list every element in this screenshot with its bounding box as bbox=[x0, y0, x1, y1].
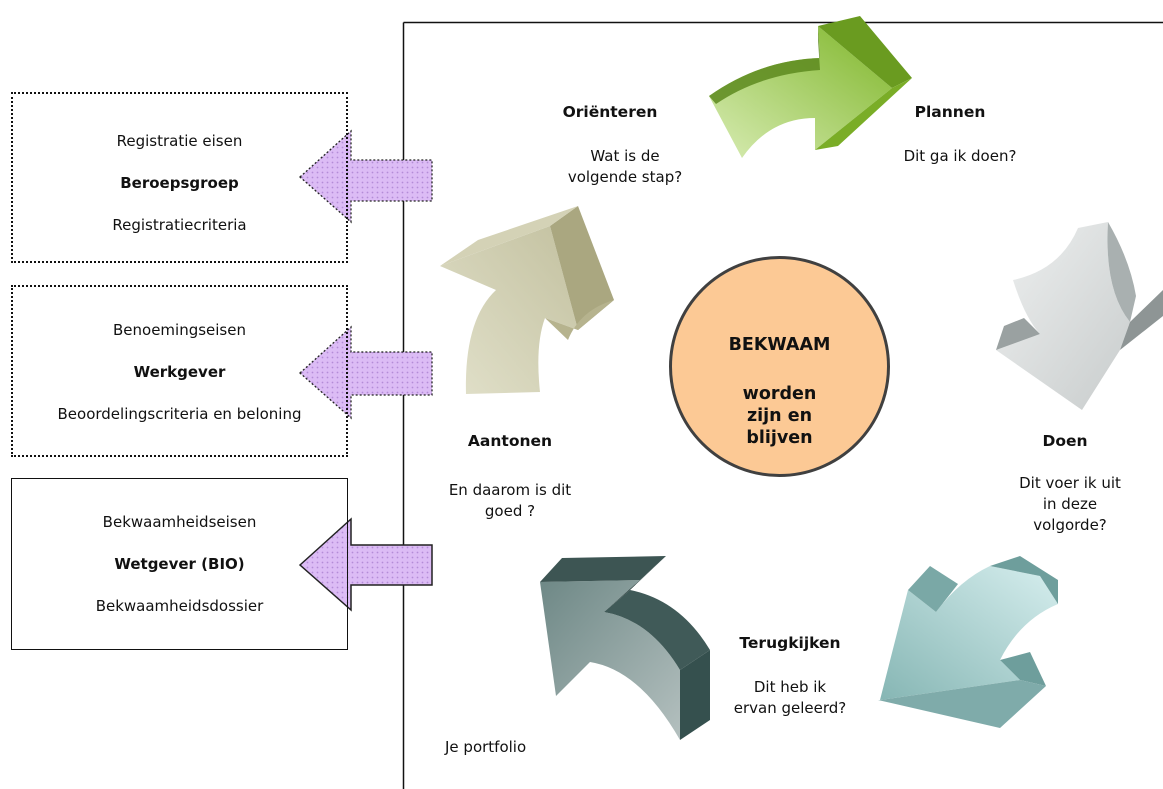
step-title-terugkijken: Terugkijken bbox=[739, 634, 841, 652]
step-title-orienteren: Oriënteren bbox=[562, 103, 658, 121]
left-pointer-arrow-icon bbox=[299, 129, 433, 224]
step-text-aantonen-2: goed ? bbox=[484, 502, 536, 520]
curved-3d-arrow-icon bbox=[709, 16, 912, 158]
curved-3d-arrow-icon bbox=[878, 556, 1058, 728]
curved-3d-arrow-icon bbox=[540, 556, 710, 740]
portfolio-label: Je portfolio bbox=[445, 738, 527, 756]
curved-3d-arrow-icon bbox=[996, 222, 1163, 410]
step-text-terugkijken-1: Dit heb ik bbox=[753, 678, 827, 696]
step-title-aantonen: Aantonen bbox=[467, 432, 553, 450]
left-pointer-arrow-icon bbox=[298, 517, 433, 612]
box-title: Wetgever (BIO) bbox=[114, 555, 245, 573]
circle-line-worden: worden bbox=[742, 384, 817, 404]
box-line-requirements: Bekwaamheidseisen bbox=[102, 513, 257, 531]
box-line-criteria: Beoordelingscriteria en beloning bbox=[57, 405, 302, 423]
circle-line-blijven: blijven bbox=[746, 428, 813, 448]
step-text-plannen-1: Dit ga ik doen? bbox=[903, 147, 1017, 165]
step-text-orienteren-1: Wat is de bbox=[590, 147, 660, 165]
left-pointer-arrow-icon bbox=[299, 325, 433, 420]
box-line-requirements: Benoemingseisen bbox=[112, 321, 246, 339]
box-beroepsgroep: Registratie eisen Beroepsgroep Registrat… bbox=[11, 92, 348, 263]
box-line-requirements: Registratie eisen bbox=[116, 132, 243, 150]
box-title: Werkgever bbox=[133, 363, 226, 381]
box-line-criteria: Bekwaamheidsdossier bbox=[95, 597, 264, 615]
step-text-orienteren-2: volgende stap? bbox=[567, 168, 683, 186]
step-title-plannen: Plannen bbox=[914, 103, 986, 121]
box-line-criteria: Registratiecriteria bbox=[112, 216, 247, 234]
circle-line-zijn-en: zijn en bbox=[746, 406, 813, 426]
box-werkgever: Benoemingseisen Werkgever Beoordelingscr… bbox=[11, 285, 348, 457]
box-title: Beroepsgroep bbox=[120, 174, 239, 192]
step-text-doen-2: in deze bbox=[1042, 495, 1098, 513]
step-text-doen-3: volgorde? bbox=[1033, 516, 1107, 534]
box-wetgever: Bekwaamheidseisen Wetgever (BIO) Bekwaam… bbox=[11, 478, 348, 650]
circle-title: BEKWAAM bbox=[728, 335, 831, 355]
curved-3d-arrow-icon bbox=[440, 206, 614, 394]
step-text-terugkijken-2: ervan geleerd? bbox=[733, 699, 847, 717]
bekwaam-circle: BEKWAAM worden zijn en blijven bbox=[669, 256, 890, 477]
step-text-doen-1: Dit voer ik uit bbox=[1019, 474, 1121, 492]
step-title-doen: Doen bbox=[1042, 432, 1088, 450]
step-text-aantonen-1: En daarom is dit bbox=[448, 481, 572, 499]
